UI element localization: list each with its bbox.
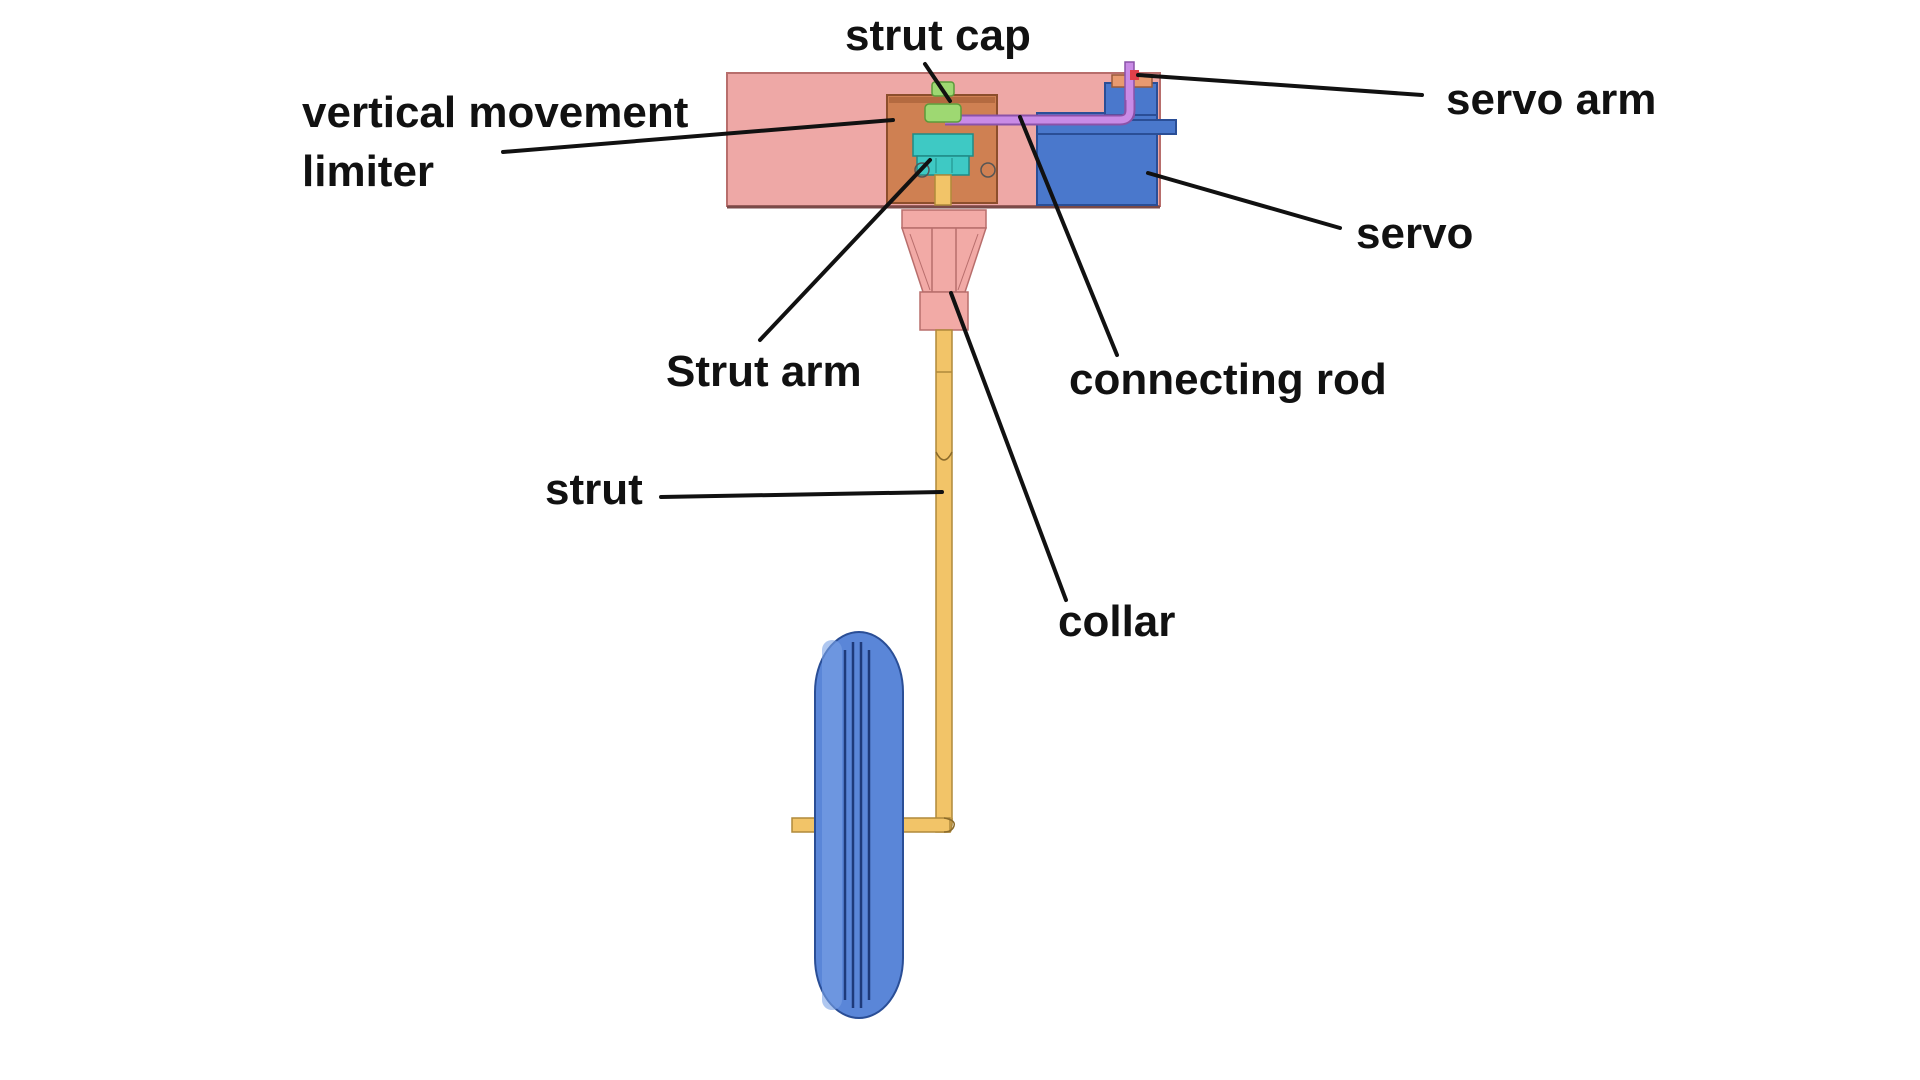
label-collar: collar	[1058, 597, 1175, 646]
leader-lines	[501, 62, 1424, 602]
label-vertical-movement-limiter-line1: vertical movement	[302, 88, 689, 137]
collar-top-flange	[901, 209, 987, 229]
label-vertical-movement-limiter-line2: limiter	[302, 147, 434, 196]
leader-strut-arm	[758, 158, 932, 342]
connecting-rod-body	[945, 100, 1134, 124]
label-strut-arm: Strut arm	[666, 347, 862, 396]
wheel-highlight	[822, 640, 842, 1010]
label-strut-cap: strut cap	[845, 11, 1031, 60]
leader-strut	[659, 490, 944, 499]
connecting-rod	[945, 100, 1136, 126]
limiter-top-lip	[889, 97, 995, 103]
leader-connecting-rod	[1018, 115, 1119, 357]
servo	[1036, 74, 1177, 206]
leader-collar	[949, 291, 1068, 602]
strut-cap-body	[924, 103, 962, 123]
label-strut: strut	[545, 465, 643, 514]
leader-strut-cap	[923, 62, 952, 103]
leader-servo	[1146, 171, 1342, 230]
collar	[900, 209, 988, 331]
labels: strut cap vertical movement limiter serv…	[302, 11, 1656, 646]
strut-arm-screw-right	[980, 162, 996, 178]
strut-arm-top	[912, 133, 974, 157]
servo-arm-tip	[1130, 70, 1139, 80]
strut-arm-screw-left	[914, 162, 930, 178]
strut-rod	[935, 329, 953, 826]
leader-servo-arm	[1136, 73, 1424, 97]
collar-cone	[900, 227, 988, 293]
strut-joint	[935, 451, 953, 461]
label-servo: servo	[1356, 209, 1473, 258]
label-servo-arm: servo arm	[1446, 75, 1656, 124]
strut-upper-segment	[934, 174, 952, 206]
wheel	[814, 631, 904, 1019]
label-connecting-rod: connecting rod	[1069, 355, 1387, 404]
leader-vertical-movement-limiter	[501, 118, 895, 154]
